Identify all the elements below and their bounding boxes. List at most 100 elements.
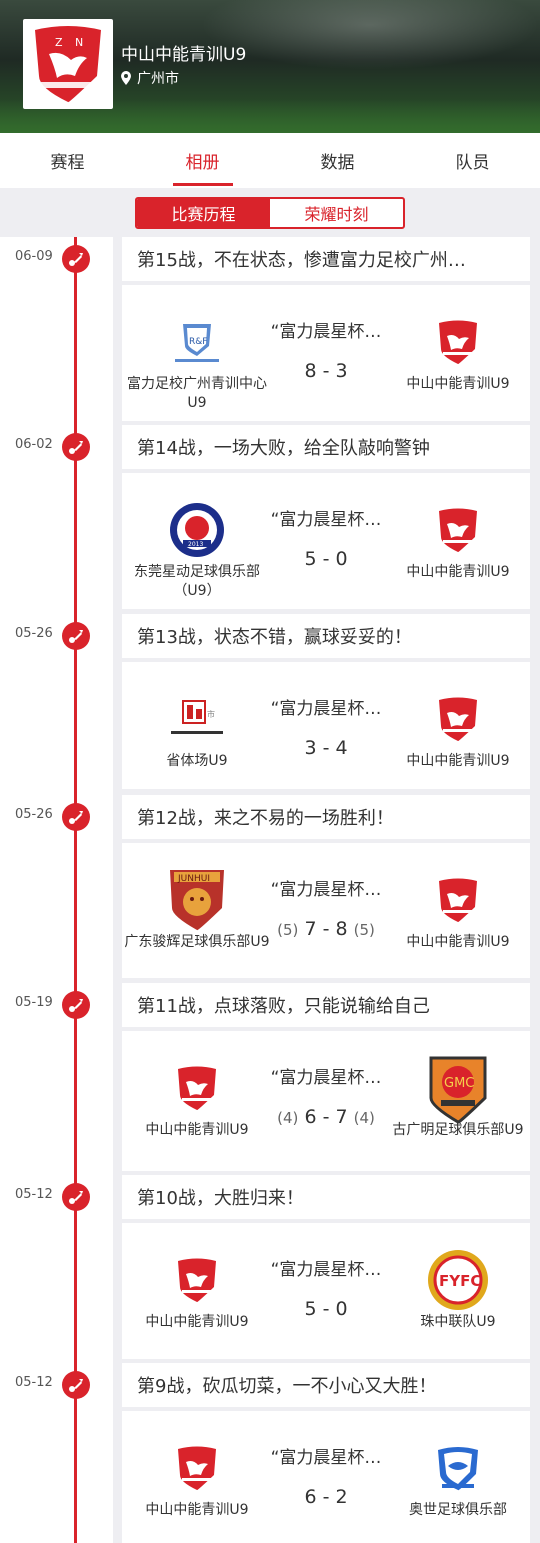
- tab-schedule[interactable]: 赛程: [50, 153, 85, 173]
- home-team-logo: JUNHUI: [122, 870, 272, 931]
- segment-honor-moments[interactable]: 荣耀时刻: [304, 205, 369, 224]
- away-team[interactable]: 中山中能青训U9: [383, 285, 533, 394]
- away-score: 0: [335, 548, 348, 570]
- home-team-logo: [122, 1439, 272, 1497]
- away-team-name: 中山中能青训U9: [406, 934, 510, 950]
- away-team[interactable]: 中山中能青训U9: [383, 662, 533, 771]
- score-separator: -: [316, 737, 336, 759]
- away-team-name: 中山中能青训U9: [406, 376, 510, 392]
- home-penalty: (5): [277, 921, 299, 939]
- match-card[interactable]: 第12战，来之不易的一场胜利！ JUNHUI 广东骏辉足球俱乐部U9 “富力晨星杯… (…: [122, 795, 530, 978]
- match-card[interactable]: 第9战，砍瓜切菜，一不小心又大胜！中山中能青训U9“富力晨星杯… 6 - 2 奥…: [122, 1363, 530, 1543]
- cup-name: “富力晨星杯…: [270, 1068, 382, 1088]
- tab-bar: 赛程 相册 数据 队员: [0, 133, 540, 188]
- kick-ball-icon: [62, 1183, 90, 1211]
- segment-control: 比赛历程 荣耀时刻: [135, 197, 405, 229]
- match-date: 05-12: [15, 1375, 53, 1390]
- home-team[interactable]: JUNHUI 广东骏辉足球俱乐部U9: [122, 843, 272, 952]
- score-separator: -: [316, 1486, 336, 1508]
- svg-text:N: N: [75, 36, 83, 49]
- match-title: 第13战，状态不错，赢球妥妥的！: [122, 614, 530, 658]
- match-date: 05-26: [15, 626, 53, 641]
- match-result: R&F 富力足校广州青训中心U9“富力晨星杯… 8 - 3 中山中能青训U9: [122, 285, 530, 421]
- away-team-name: 中山中能青训U9: [406, 753, 510, 769]
- away-team[interactable]: 奥世足球俱乐部: [383, 1411, 533, 1520]
- match-title: 第12战，来之不易的一场胜利！: [122, 795, 530, 839]
- tab-stats[interactable]: 数据: [320, 153, 355, 173]
- away-team-logo: [383, 1439, 533, 1497]
- away-score: 8: [335, 918, 348, 940]
- score-block: “富力晨星杯… 3 - 4: [262, 662, 390, 759]
- away-team-logo: [383, 690, 533, 748]
- home-team[interactable]: 中山中能青训U9: [122, 1223, 272, 1332]
- score-separator: -: [316, 548, 336, 570]
- away-team-name: 珠中联队U9: [420, 1314, 496, 1330]
- match-card[interactable]: 第11战，点球落败，只能说输给自己中山中能青训U9“富力晨星杯…(4) 6 - …: [122, 983, 530, 1171]
- home-team-name: 富力足校广州青训中心U9: [127, 376, 267, 411]
- team-header: Z N 中山中能青训U9 广州市: [0, 0, 540, 133]
- score-block: “富力晨星杯… 8 - 3: [262, 285, 390, 382]
- timeline-line: [74, 237, 77, 1543]
- team-logo[interactable]: Z N: [23, 19, 113, 109]
- match-title: 第10战，大胜归来！: [122, 1175, 530, 1219]
- home-score: 6: [304, 1106, 317, 1128]
- home-team[interactable]: R&F 富力足校广州青训中心U9: [122, 285, 272, 413]
- match-result: 市省体场U9“富力晨星杯… 3 - 4 中山中能青训U9: [122, 662, 530, 789]
- match-date: 05-12: [15, 1187, 53, 1202]
- home-team-name: 中山中能青训U9: [145, 1502, 249, 1518]
- cup-name: “富力晨星杯…: [270, 880, 382, 900]
- team-city: 广州市: [121, 68, 179, 88]
- kick-ball-icon: [62, 803, 90, 831]
- score-separator: -: [316, 1298, 336, 1320]
- match-date: 06-09: [15, 249, 53, 264]
- home-team[interactable]: 2013 东莞星动足球俱乐部（U9）: [122, 473, 272, 601]
- home-score: 6: [304, 1486, 317, 1508]
- score: 3 - 4: [262, 737, 390, 759]
- away-team-logo: [383, 871, 533, 929]
- segment-match-history[interactable]: 比赛历程: [137, 199, 270, 227]
- home-team[interactable]: 市省体场U9: [122, 662, 272, 771]
- score-block: “富力晨星杯… (5) 7 - 8 (5): [262, 843, 390, 940]
- tab-players[interactable]: 队员: [455, 153, 490, 173]
- svg-text:GMC: GMC: [444, 1076, 474, 1091]
- match-card[interactable]: 第13战，状态不错，赢球妥妥的！市省体场U9“富力晨星杯… 3 - 4 中山中能…: [122, 614, 530, 789]
- score: (5) 7 - 8 (5): [262, 918, 390, 940]
- kick-ball-icon: [62, 245, 90, 273]
- cup-name: “富力晨星杯…: [270, 699, 382, 719]
- home-team-name: 东莞星动足球俱乐部（U9）: [134, 564, 260, 599]
- match-title: 第9战，砍瓜切菜，一不小心又大胜！: [122, 1363, 530, 1407]
- svg-text:2013: 2013: [188, 541, 203, 548]
- home-score: 3: [304, 737, 317, 759]
- match-result: JUNHUI 广东骏辉足球俱乐部U9 “富力晨星杯… (5) 7 - 8 (5) 中山中…: [122, 843, 530, 978]
- kick-ball-icon: [62, 622, 90, 650]
- cup-name: “富力晨星杯…: [270, 510, 382, 530]
- home-team-name: 广东骏辉足球俱乐部U9: [124, 934, 270, 950]
- home-team[interactable]: 中山中能青训U9: [122, 1411, 272, 1520]
- away-score: 0: [335, 1298, 348, 1320]
- timeline-column: [0, 237, 113, 1543]
- away-score: 3: [335, 360, 348, 382]
- home-team-name: 省体场U9: [166, 753, 228, 769]
- score-separator: -: [316, 918, 336, 940]
- home-score: 5: [304, 548, 317, 570]
- away-team[interactable]: 中山中能青训U9: [383, 843, 533, 952]
- cup-name: “富力晨星杯…: [270, 1448, 382, 1468]
- away-team[interactable]: 中山中能青训U9: [383, 473, 533, 582]
- svg-text:R&F: R&F: [189, 337, 207, 347]
- home-team[interactable]: 中山中能青训U9: [122, 1031, 272, 1140]
- home-score: 8: [304, 360, 317, 382]
- city-label: 广州市: [137, 71, 179, 87]
- score-block: “富力晨星杯… 5 - 0: [262, 473, 390, 570]
- kick-ball-icon: [62, 991, 90, 1019]
- home-team-name: 中山中能青训U9: [145, 1122, 249, 1138]
- tab-album[interactable]: 相册: [135, 133, 270, 188]
- away-team-logo: [383, 313, 533, 371]
- match-result: 中山中能青训U9“富力晨星杯… 6 - 2 奥世足球俱乐部: [122, 1411, 530, 1543]
